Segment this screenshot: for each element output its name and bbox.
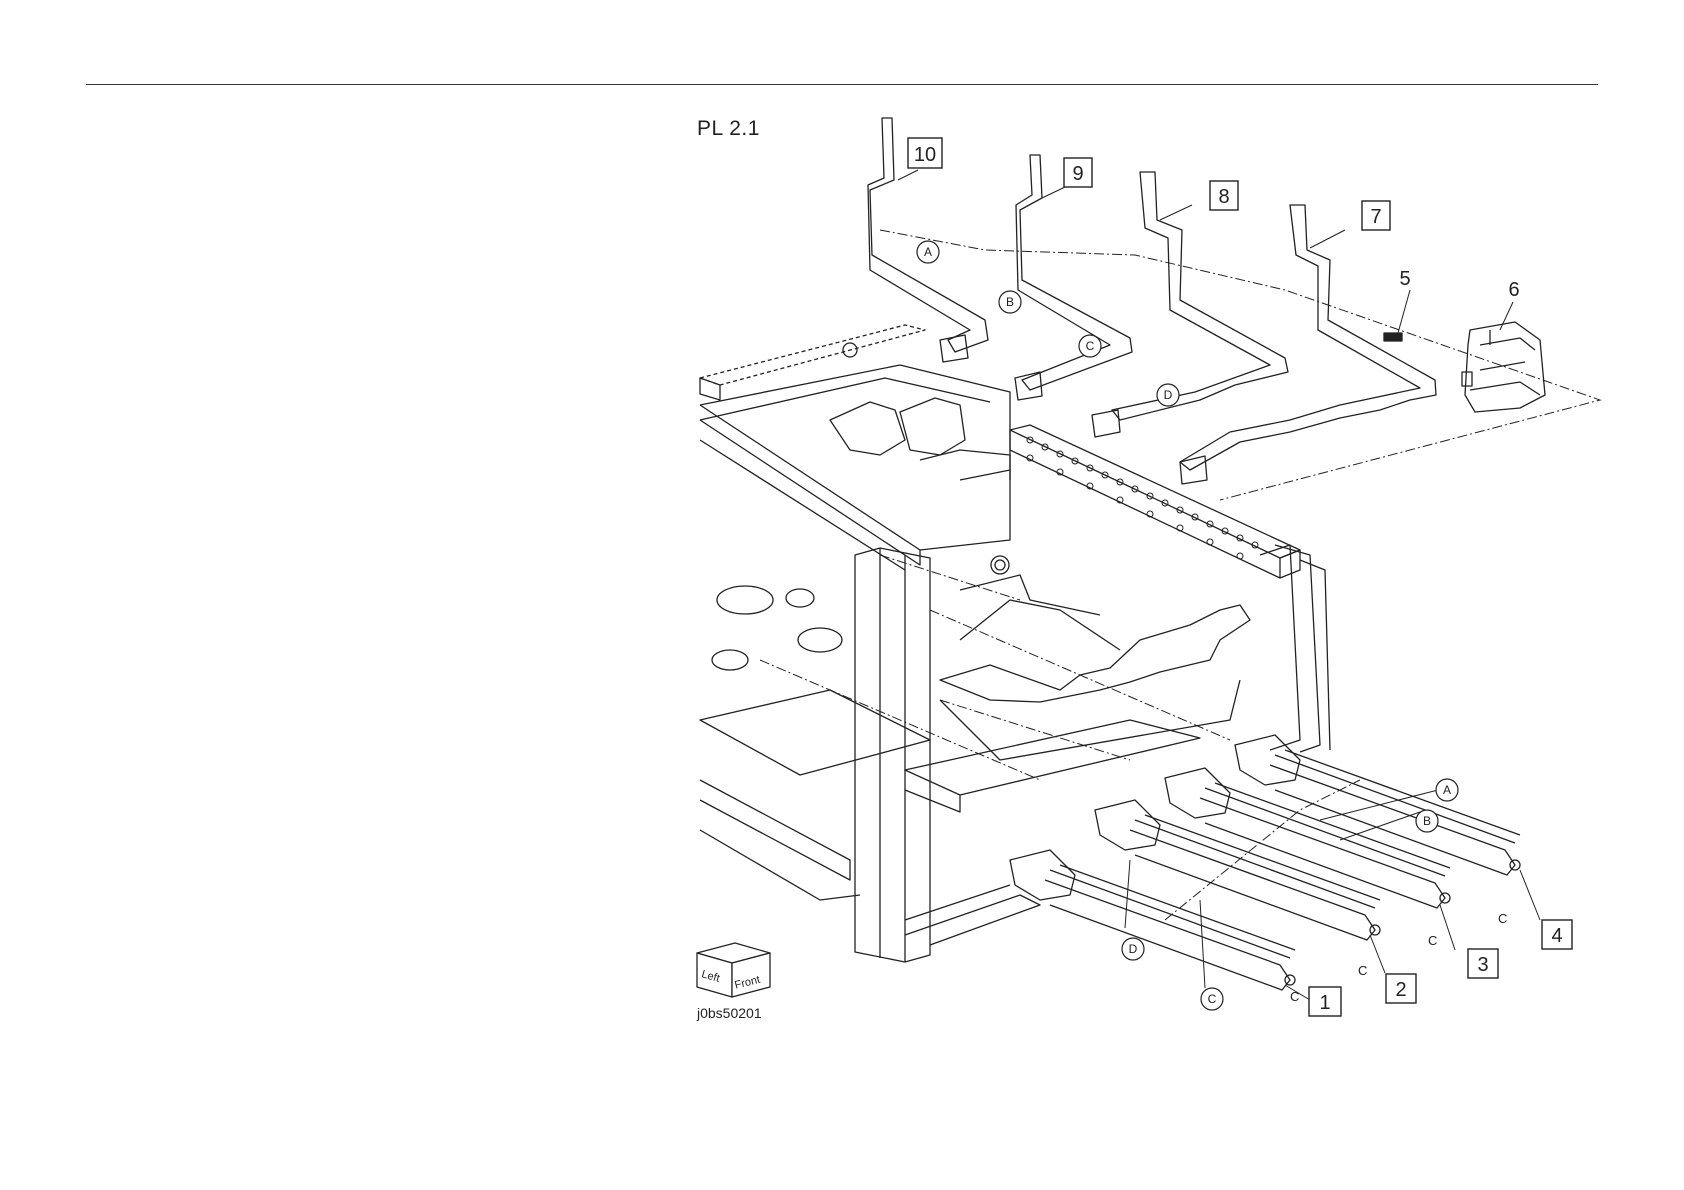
print-heads — [1010, 735, 1520, 990]
svg-text:10: 10 — [914, 144, 936, 166]
ref-circle-c-bottom: C — [1201, 988, 1223, 1010]
callout-10: 10 — [908, 138, 942, 168]
ref-circle-b-top: B — [999, 291, 1021, 313]
svg-text:9: 9 — [1072, 163, 1083, 185]
ref-circle-a-top: A — [917, 241, 939, 263]
ref-circle-b-bottom: B — [1416, 810, 1438, 832]
callout-9: 9 — [1064, 158, 1092, 187]
svg-text:B: B — [1423, 814, 1431, 828]
callout-4: 4 — [1542, 920, 1572, 949]
cable-bracket — [1462, 322, 1545, 412]
callout-6: 6 — [1508, 279, 1519, 301]
rail-perforations — [1027, 437, 1258, 559]
callout-1: 1 — [1309, 987, 1341, 1016]
callout-3: 3 — [1468, 949, 1498, 978]
flat-cables — [868, 118, 1436, 484]
callout-8: 8 — [1210, 181, 1238, 210]
flat-cable-8 — [1112, 172, 1288, 420]
svg-text:7: 7 — [1370, 206, 1381, 228]
ref-circle-a-bottom: A — [1436, 779, 1458, 801]
svg-text:C: C — [1498, 911, 1507, 926]
svg-text:2: 2 — [1395, 979, 1406, 1001]
svg-text:C: C — [1290, 989, 1299, 1004]
reference-lines — [760, 230, 1600, 920]
callout-2: 2 — [1386, 974, 1416, 1003]
figure-id: j0bs50201 — [697, 1005, 762, 1021]
svg-text:C: C — [1208, 992, 1217, 1006]
svg-text:8: 8 — [1218, 186, 1229, 208]
ferrite-core — [1384, 333, 1402, 341]
svg-text:C: C — [1358, 963, 1367, 978]
ref-circle-d-bottom: D — [1122, 938, 1144, 960]
svg-text:4: 4 — [1551, 925, 1562, 947]
flat-cable-9 — [1016, 155, 1132, 390]
svg-text:1: 1 — [1319, 992, 1330, 1014]
callout-7: 7 — [1362, 201, 1390, 230]
svg-text:3: 3 — [1477, 954, 1488, 976]
svg-text:C: C — [1086, 339, 1095, 353]
callout-5: 5 — [1399, 268, 1410, 290]
svg-text:A: A — [924, 245, 932, 259]
svg-text:D: D — [1129, 942, 1138, 956]
svg-text:B: B — [1006, 295, 1014, 309]
ref-circle-d-top: D — [1157, 384, 1179, 406]
machine-frame — [700, 325, 1330, 962]
svg-text:C: C — [1428, 933, 1437, 948]
orientation-cube-icon: Left Front — [697, 943, 770, 997]
ref-circle-c-top: C — [1079, 335, 1101, 357]
boxed-callouts: 10 9 8 7 1 2 3 4 — [908, 138, 1572, 1016]
svg-text:D: D — [1164, 388, 1173, 402]
print-head-1 — [1010, 850, 1295, 990]
svg-text:A: A — [1443, 783, 1451, 797]
plain-callouts: 5 6 — [1399, 268, 1519, 301]
print-head-2 — [1095, 800, 1380, 940]
